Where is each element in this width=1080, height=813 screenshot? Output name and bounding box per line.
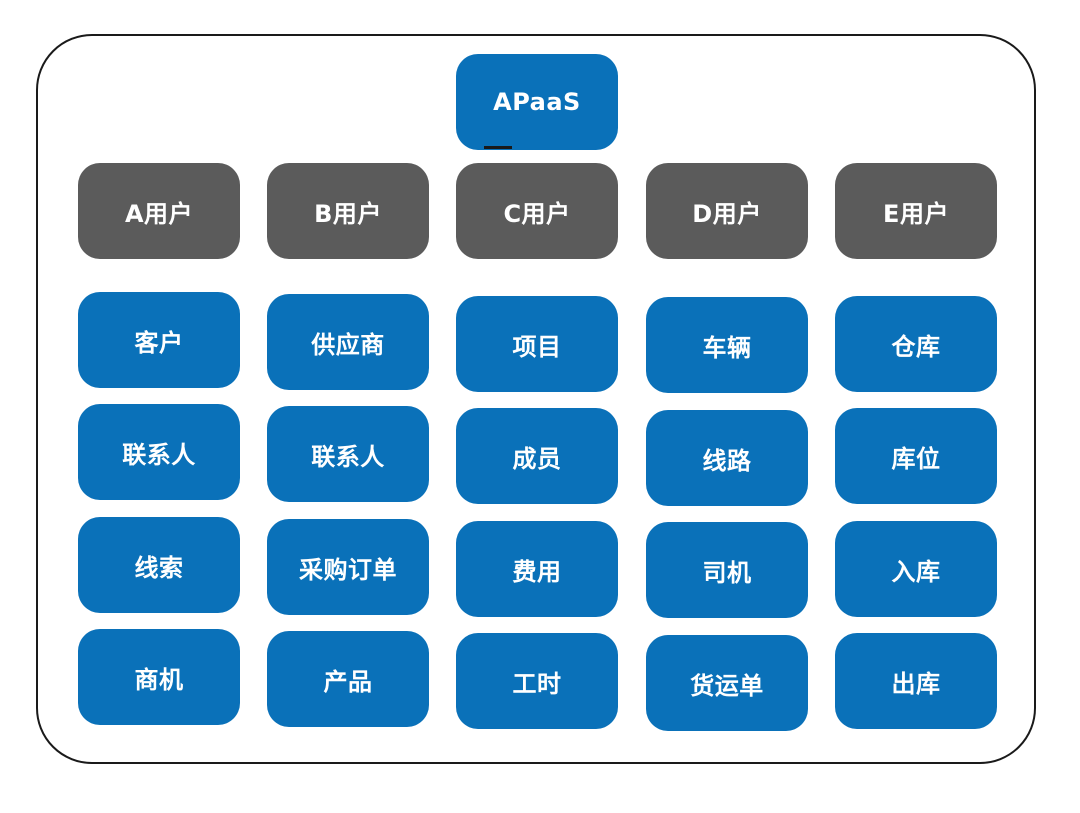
entity-label: 入库 <box>891 557 941 586</box>
user-node-d: D用户 <box>646 163 808 259</box>
entity-node-a-1: 客户 <box>78 292 240 388</box>
entity-node-b-4: 产品 <box>267 631 429 727</box>
entity-label: 项目 <box>512 332 562 361</box>
entity-node-e-3: 入库 <box>835 521 997 617</box>
entity-label: 工时 <box>512 669 562 698</box>
user-node-e: E用户 <box>835 163 997 259</box>
entity-node-b-2: 联系人 <box>267 406 429 502</box>
entity-label: 库位 <box>891 444 941 473</box>
entity-label: 车辆 <box>702 333 752 362</box>
entity-node-d-3: 司机 <box>646 522 808 618</box>
entity-label: 商机 <box>134 665 184 694</box>
entity-node-e-1: 仓库 <box>835 296 997 392</box>
entity-label: 仓库 <box>891 332 941 361</box>
entity-label: 采购订单 <box>299 555 397 584</box>
entity-node-a-2: 联系人 <box>78 404 240 500</box>
user-label: E用户 <box>883 199 949 228</box>
entity-label: 司机 <box>702 558 752 587</box>
entity-label: 费用 <box>512 557 562 586</box>
entity-label: 产品 <box>323 667 373 696</box>
entity-label: 联系人 <box>122 440 196 469</box>
entity-label: 供应商 <box>311 330 385 359</box>
entity-node-e-2: 库位 <box>835 408 997 504</box>
apaas-root-node: APaaS <box>456 54 618 150</box>
user-label: D用户 <box>692 199 762 228</box>
root-connector <box>484 146 512 149</box>
entity-node-e-4: 出库 <box>835 633 997 729</box>
entity-node-c-1: 项目 <box>456 296 618 392</box>
entity-node-d-2: 线路 <box>646 410 808 506</box>
apaas-root-label: APaaS <box>493 88 581 116</box>
user-label: B用户 <box>314 199 382 228</box>
entity-node-c-4: 工时 <box>456 633 618 729</box>
entity-node-d-4: 货运单 <box>646 635 808 731</box>
entity-label: 成员 <box>512 444 562 473</box>
entity-node-b-3: 采购订单 <box>267 519 429 615</box>
entity-label: 客户 <box>134 328 184 357</box>
user-label: C用户 <box>503 199 571 228</box>
entity-label: 线路 <box>702 446 752 475</box>
entity-label: 线索 <box>134 553 184 582</box>
user-node-a: A用户 <box>78 163 240 259</box>
entity-node-d-1: 车辆 <box>646 297 808 393</box>
user-node-b: B用户 <box>267 163 429 259</box>
entity-node-a-3: 线索 <box>78 517 240 613</box>
user-node-c: C用户 <box>456 163 618 259</box>
entity-label: 出库 <box>891 669 941 698</box>
entity-node-c-2: 成员 <box>456 408 618 504</box>
entity-label: 货运单 <box>690 671 764 700</box>
user-label: A用户 <box>124 199 194 228</box>
outer-frame <box>36 34 1036 764</box>
entity-node-a-4: 商机 <box>78 629 240 725</box>
entity-node-c-3: 费用 <box>456 521 618 617</box>
entity-node-b-1: 供应商 <box>267 294 429 390</box>
entity-label: 联系人 <box>311 442 385 471</box>
